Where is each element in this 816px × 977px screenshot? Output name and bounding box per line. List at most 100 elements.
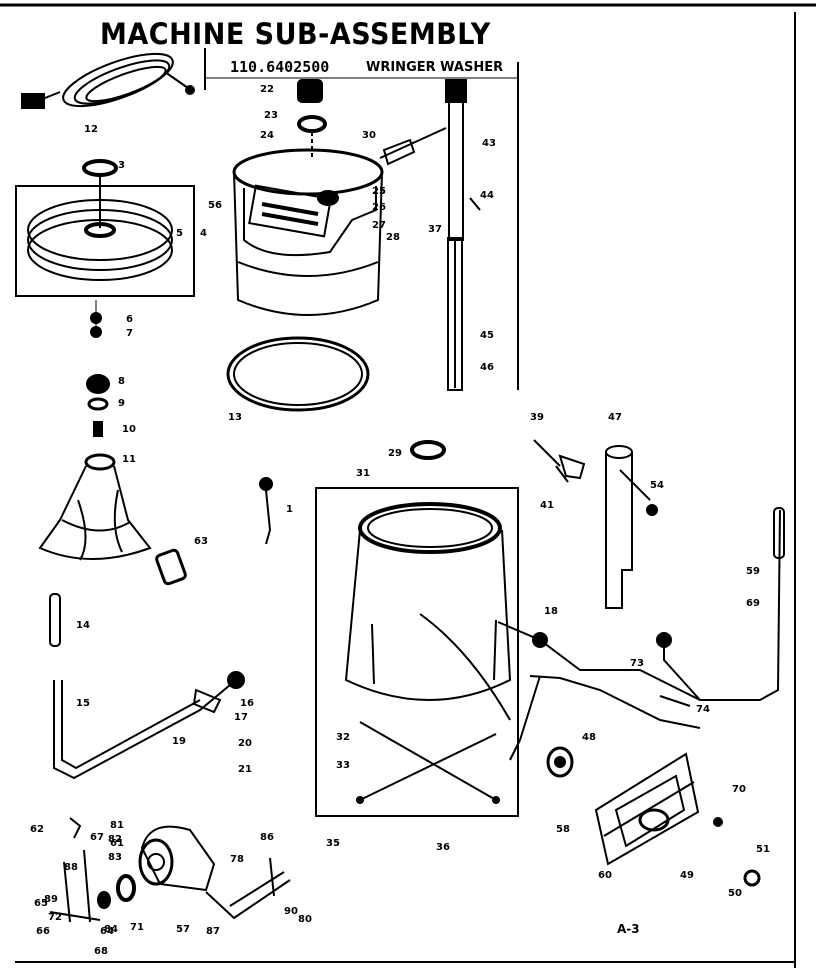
model-number: 110.6402500 [230,58,330,76]
callout-37: 37 [428,224,442,235]
callout-35: 35 [326,838,340,849]
callout-20: 20 [238,738,252,749]
callout-45: 45 [480,330,494,341]
callout-44: 44 [480,190,494,201]
drive-belt [226,336,370,412]
callout-30: 30 [362,130,376,141]
callout-67: 67 [90,832,104,843]
callout-80: 80 [298,914,312,925]
callout-64: 64 [100,926,114,937]
callout-59: 59 [746,566,760,577]
callout-46: 46 [480,362,494,373]
callout-10: 10 [122,424,136,435]
callout-62: 62 [30,824,44,835]
callout-68: 68 [94,946,108,957]
callout-5: 5 [176,228,183,239]
callout-25: 25 [372,186,386,197]
callout-31: 31 [356,468,370,479]
callout-29: 29 [388,448,402,459]
callout-36: 36 [436,842,450,853]
callout-89: 89 [44,894,58,905]
drain-hose [419,507,785,761]
callout-78: 78 [230,854,244,865]
callout-65: 65 [34,898,48,909]
callout-90: 90 [284,906,298,917]
callout-11: 11 [122,454,136,465]
callout-57: 57 [176,924,190,935]
callout-16: 16 [240,698,254,709]
pulley-assembly [15,159,195,338]
callout-4: 4 [200,228,207,239]
callout-3: 3 [118,160,125,171]
callout-21: 21 [238,764,252,775]
callout-56: 56 [208,200,222,211]
callout-73: 73 [630,658,644,669]
callout-41: 41 [540,500,554,511]
callout-19: 19 [172,736,186,747]
callout-84: 84 [104,924,118,935]
callout-74: 74 [696,704,710,715]
callout-83: 83 [108,852,122,863]
callout-18: 18 [544,606,558,617]
callout-1: 1 [286,504,293,515]
callout-39: 39 [530,412,544,423]
diagram-title: MACHINE SUB-ASSEMBLY [100,18,491,52]
callout-28: 28 [386,232,400,243]
callout-43: 43 [482,138,496,149]
callout-50: 50 [728,888,742,899]
wringer-post [379,79,481,391]
tub-cover [232,148,384,316]
callout-72: 72 [48,912,62,923]
callout-24: 24 [260,130,274,141]
callout-22: 22 [260,84,274,95]
callout-66: 66 [36,926,50,937]
callout-23: 23 [264,110,278,121]
callout-15: 15 [76,698,90,709]
hose-connector [49,593,245,780]
page-code: A-3 [617,922,640,936]
callout-17: 17 [234,712,248,723]
callout-47: 47 [608,412,622,423]
callout-33: 33 [336,760,350,771]
callout-88: 88 [64,862,78,873]
callout-9: 9 [118,398,125,409]
callout-81: 81 [110,820,124,831]
cap-washer [297,79,327,160]
callout-26: 26 [372,202,386,213]
callout-86: 86 [260,832,274,843]
callout-49: 49 [680,870,694,881]
callout-70: 70 [732,784,746,795]
callout-58: 58 [556,824,570,835]
bracket-41 [533,439,586,483]
callout-14: 14 [76,620,90,631]
callout-60: 60 [598,870,612,881]
callout-12: 12 [84,124,98,135]
callout-13: 13 [228,412,242,423]
small-parts [155,477,273,586]
callout-54: 54 [650,480,664,491]
callout-82: 82 [108,834,122,845]
main-tub-box [315,440,519,817]
callout-87: 87 [206,926,220,937]
control-panel [546,746,761,887]
motor-assembly [49,817,291,923]
frame-lines [0,3,816,968]
callout-6: 6 [126,314,133,325]
callout-61: 61 [110,838,124,849]
callout-51: 51 [756,844,770,855]
callout-32: 32 [336,732,350,743]
agitator [38,374,152,561]
power-cord [21,52,195,109]
callout-27: 27 [372,220,386,231]
callout-48: 48 [582,732,596,743]
callout-8: 8 [118,376,125,387]
machine-type: WRINGER WASHER [366,60,504,75]
drain-tube [605,445,658,609]
callout-7: 7 [126,328,133,339]
callout-63: 63 [194,536,208,547]
callout-69: 69 [746,598,760,609]
callout-71: 71 [130,922,144,933]
